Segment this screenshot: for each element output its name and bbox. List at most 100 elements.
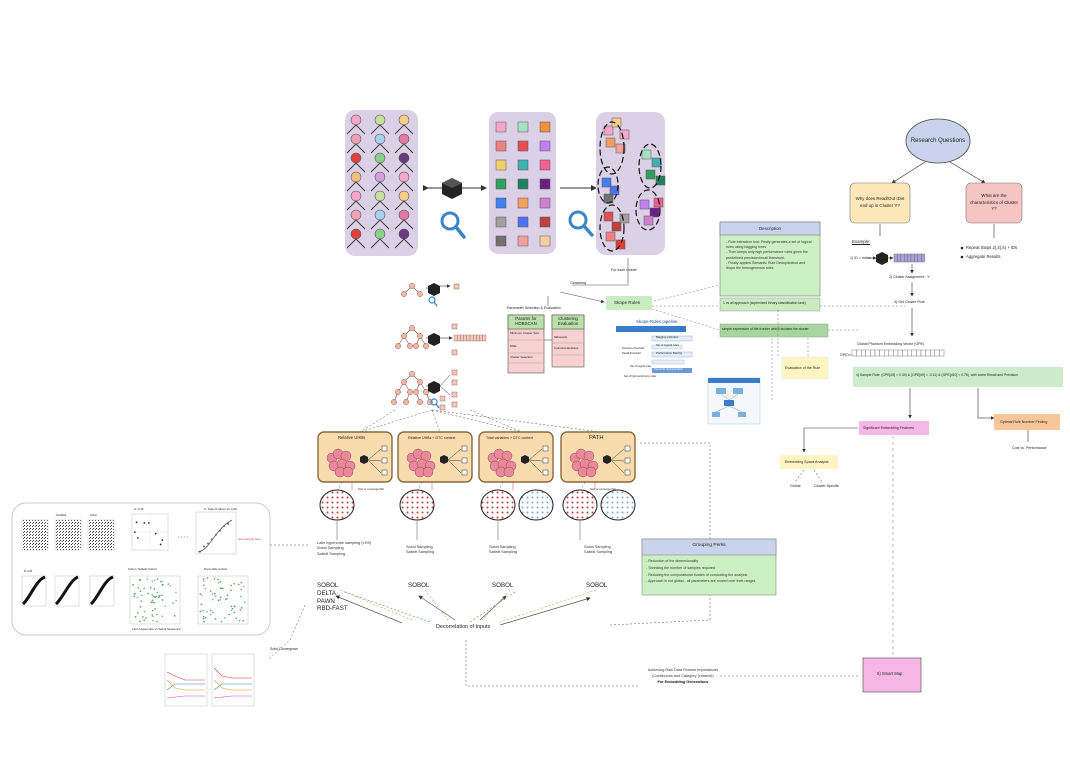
skope-rules-node	[606, 296, 652, 310]
tree-node	[417, 379, 423, 385]
embedding-square	[495, 235, 507, 247]
cluster-square	[639, 199, 650, 210]
sample-rule-label: 4) Sample Rule: (GPE[d3] > 0.34) & (GPE[…	[856, 373, 1018, 377]
vector-cell	[865, 349, 871, 357]
bullet-item: Repeat Steps 2),4),5) + IDs	[966, 245, 1018, 250]
sa-panel	[560, 431, 636, 540]
embedding-square	[517, 197, 529, 209]
vector-cell	[888, 349, 894, 357]
evaluation-label: Evaluation of the Rule	[785, 366, 821, 370]
sampling-comparison-panel	[11, 502, 271, 636]
person-icon	[346, 133, 366, 154]
cost-perf-label: Cost vs. Performance	[1012, 446, 1047, 450]
research-questions-node	[905, 118, 971, 164]
embedding-square	[539, 197, 551, 209]
person-icon	[394, 228, 414, 249]
vector-cell	[884, 349, 890, 357]
embedded-samples-group	[489, 112, 556, 254]
search-icon	[430, 398, 440, 409]
output-square	[451, 379, 458, 386]
sa-method: SOBOL	[408, 582, 430, 589]
sa-panel-title: Total variables + DTC context	[486, 436, 534, 440]
cluster-square	[649, 207, 660, 218]
output-square	[451, 349, 458, 356]
vector-cell	[914, 253, 919, 263]
vector-cell	[930, 349, 936, 357]
tree-node	[401, 379, 407, 385]
question-why-node	[849, 182, 911, 224]
person-icon	[394, 171, 414, 192]
sampling-method: Latin hypercube sampling (LHS)	[317, 541, 372, 545]
description-body: - Rule extraction tool: Firstly generate…	[720, 238, 820, 273]
bullet-item: Aggregate Results	[966, 254, 1001, 259]
sa-method: RBD-FAST	[317, 605, 348, 613]
sampling-method: Saltelli Sampling	[406, 550, 435, 555]
tree-node	[417, 291, 423, 297]
vector-cell	[897, 349, 903, 357]
decorrelation-label: Decorrelation of Inputs	[436, 624, 491, 630]
sa-method: PAWN	[317, 597, 335, 605]
step-2-label: 2) Cluster Assignment : Y	[889, 275, 930, 279]
embedding-square	[517, 216, 529, 228]
raw-importance-line: Achieving Raw Data Feature Importances	[647, 668, 719, 672]
sa-panel	[478, 431, 554, 540]
cluster-square	[641, 149, 652, 160]
embedding-square	[517, 140, 529, 152]
vector-cell	[457, 334, 461, 342]
cluster-square	[611, 221, 622, 232]
cluster-specific-label: Cluster-Specific	[814, 484, 840, 488]
vector-cell	[463, 334, 467, 342]
sampling-label-group: Sobol Sampling Saltelli Sampling	[584, 545, 612, 556]
sampling-title: A: LHS	[134, 507, 144, 511]
embedding-space-label: Embedding Space Analysis	[785, 460, 829, 464]
cluster-square	[601, 177, 612, 188]
description-line: - Then keeps only high performance rules…	[726, 250, 808, 260]
sa-methods-list: SOBOL DELTA PAWN RBD-FAST	[317, 582, 348, 613]
embedding-square	[517, 235, 529, 247]
search-icon	[428, 296, 438, 307]
sampling-label-group: Sobol Sampling Saltelli Sampling	[489, 545, 517, 556]
sampling-title: Sobol	[90, 514, 97, 517]
description-line: - Rule extraction tool: Firstly generate…	[726, 240, 812, 250]
step-1-label: 1) ID = Index	[850, 256, 871, 260]
vector-cell	[916, 349, 922, 357]
vector-cell	[897, 253, 902, 263]
example-label: Example:	[852, 239, 871, 244]
output-square	[453, 283, 460, 290]
person-icon	[370, 171, 390, 192]
embedding-icon	[423, 178, 487, 199]
sampling-method: Sobol Sampling	[489, 545, 516, 549]
vector-cell	[482, 334, 487, 342]
vector-cell	[874, 349, 880, 357]
person-icon	[394, 133, 414, 154]
sampling-method: Saltelli Sampling	[584, 550, 613, 555]
tree-node	[391, 399, 397, 405]
embedding-square	[495, 121, 507, 133]
tree-node	[413, 343, 419, 349]
sampling-title: B: LHS	[24, 570, 33, 573]
sampling-footer: Latin Hypercube vs Sobol Sequence	[132, 627, 181, 631]
embedding-square	[517, 178, 529, 190]
sample-rule-box	[853, 367, 1063, 387]
global-label: Global	[790, 484, 801, 488]
sampling-label-group: Sobol Sampling Saltelli Sampling	[406, 545, 434, 556]
vector-cell	[870, 349, 876, 357]
vector-cell	[925, 349, 931, 357]
skope-side: Set of high-performing rules	[624, 375, 657, 378]
gpev-label: GPEV=	[840, 353, 853, 357]
grouping-perks-body: - Reduction of the dimensionality - Shri…	[642, 556, 776, 587]
grouping-perks-title: Grouping Perks	[692, 543, 726, 548]
person-icon	[346, 190, 366, 211]
cluster-square	[643, 215, 654, 226]
person-icon	[346, 152, 366, 173]
person-icon	[346, 114, 366, 135]
question-characteristics-node	[965, 182, 1023, 224]
person-icon	[394, 190, 414, 211]
question-characteristics-label: What are the characteristics of Cluster …	[969, 193, 1019, 212]
embedding-square	[495, 216, 507, 228]
tree-node	[423, 343, 429, 349]
clustered-samples-group	[596, 112, 666, 255]
cluster-square	[605, 231, 616, 242]
question-why-label: Why does Read/Out IDnt end up in Cluster…	[855, 196, 905, 208]
